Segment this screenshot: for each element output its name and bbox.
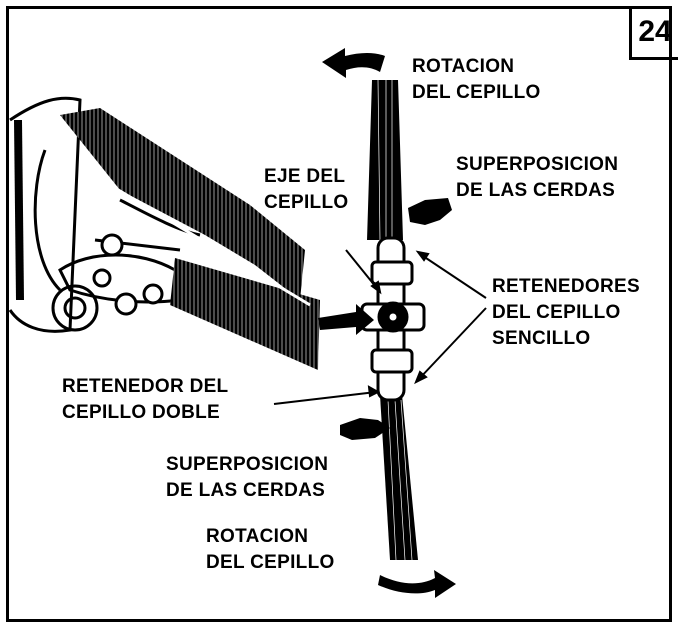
housing-bolts [92,233,164,316]
single-retainers-label: RETENEDORES DEL CEPILLO SENCILLO [492,276,640,349]
double-retainer-label: RETENEDOR DEL CEPILLO DOBLE [62,376,229,423]
bristle-overlap-top-label: SUPERPOSICION DE LAS CERDAS [456,154,619,201]
leader-lines [273,249,487,405]
retainers [360,260,426,374]
figure-number: 24 [629,6,678,60]
rotation-top-label: ROTACION DEL CEPILLO [412,56,541,103]
pointer-hands [318,198,452,440]
side-brush-bristles [60,108,320,370]
rotation-bottom-label: ROTACION DEL CEPILLO [206,526,335,573]
bristle-overlap-bottom-label: SUPERPOSICION DE LAS CERDAS [166,454,329,501]
figure-frame [6,6,672,622]
rotation-arrows [322,48,456,598]
brush-axle-label: EJE DEL CEPILLO [264,166,349,213]
